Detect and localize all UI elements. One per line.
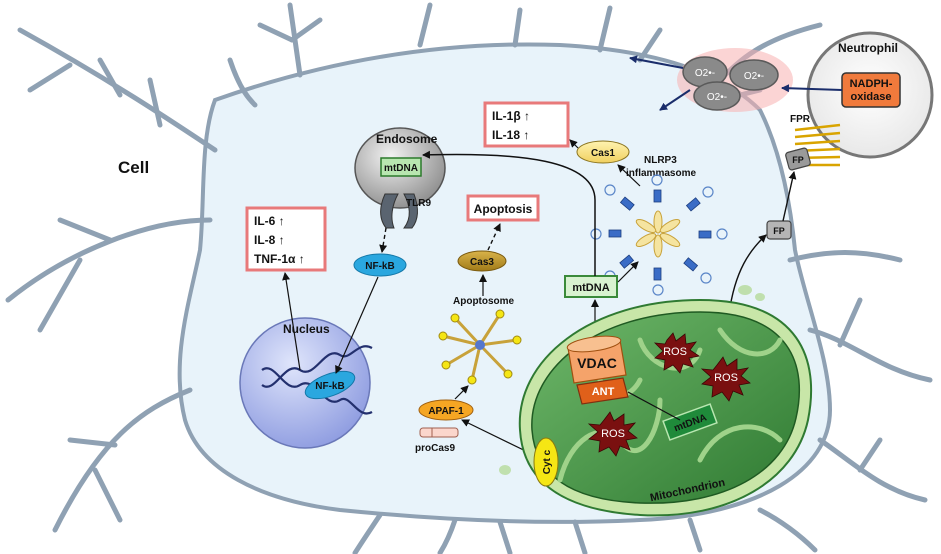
neutrophil: Neutrophil NADPH- oxidase FPR <box>790 31 934 167</box>
tlr9-receptor <box>380 193 418 229</box>
apaf1-node: APAF-1 <box>418 399 474 421</box>
nadph-line1: NADPH- <box>850 78 893 90</box>
ant-channel: ANT <box>576 377 629 405</box>
nfkb-to-nucleus-arrow <box>335 276 379 374</box>
cytokine-il6: IL-6 ↑ <box>254 214 285 228</box>
ros-text-2: ROS <box>714 372 738 384</box>
nadph-line2: oxidase <box>851 91 892 103</box>
nlrp3-inflammasome <box>590 174 728 296</box>
mtdna-to-nlrp3-arrow <box>617 261 639 283</box>
ros-burst-3: ROS <box>587 411 638 457</box>
cas1-node: Cas1 <box>576 140 630 164</box>
ros-text-3: ROS <box>601 428 625 440</box>
nucleus-label: Nucleus <box>283 322 330 336</box>
ant-to-mtdna-line <box>627 391 681 421</box>
cytokine-tnf: TNF-1α ↑ <box>254 252 305 266</box>
cas3-text: Cas3 <box>470 257 494 268</box>
ros-burst-1: ROS <box>653 332 701 374</box>
cytokine-box: IL-6 ↑ IL-8 ↑ TNF-1α ↑ <box>245 206 327 272</box>
nfkb-cytosol-text: NF-kB <box>365 261 394 272</box>
il1b-text: IL-1β ↑ <box>492 109 530 123</box>
apoptosis-box: Apoptosis <box>466 194 540 222</box>
cas1-to-il-arrow <box>569 139 579 149</box>
fp-receptor-node: FP <box>785 147 811 171</box>
nucleus-to-cytokines-arrow <box>282 272 301 371</box>
procas9-text: proCas9 <box>415 443 455 454</box>
mtdna-cytosol-text: mtDNA <box>572 282 609 294</box>
endosome-title: Endosome <box>376 132 438 146</box>
vesicles <box>499 285 765 475</box>
apoptosis-text: Apoptosis <box>474 202 533 216</box>
endosome: Endosome mtDNA TLR9 <box>354 127 446 229</box>
il-box: IL-1β ↑ IL-18 ↑ <box>483 101 570 148</box>
ros-burst-2: ROS <box>700 356 751 402</box>
mtdna-cytosol-node: mtDNA <box>564 275 618 298</box>
apoptosome-label: Apoptosome <box>453 296 515 307</box>
o2-text-2: O2•- <box>744 71 764 82</box>
neutrophil-arrows <box>629 55 843 111</box>
nucleus: Nucleus NF-kB <box>239 317 373 449</box>
nlrp3-line2: inflammasome <box>626 168 696 179</box>
nfkb-nucleus-text: NF-kB <box>315 381 344 392</box>
neutrophil-label: Neutrophil <box>838 41 898 55</box>
fpr-label: FPR <box>790 114 811 125</box>
il18-text: IL-18 ↑ <box>492 128 529 142</box>
cell-label: Cell <box>118 158 149 177</box>
fp-cytosol-node: FP <box>766 220 792 240</box>
ant-text: ANT <box>592 386 615 398</box>
tlr9-label: TLR9 <box>406 198 431 209</box>
nlrp3-to-cas1-arrow <box>617 164 641 187</box>
ros-text-1: ROS <box>663 346 687 358</box>
cas1-text: Cas1 <box>591 148 615 159</box>
superoxide-clouds: O2•- O2•- O2•- <box>677 48 793 112</box>
nfkb-cytosol: NF-kB <box>353 253 407 277</box>
o2-text-3: O2•- <box>707 92 727 103</box>
apoptosome <box>438 309 522 385</box>
cytc-node: Cyt c <box>533 437 559 487</box>
vdac-text: VDAC <box>577 355 617 371</box>
cas3-node: Cas3 <box>457 250 507 272</box>
fp-cytosol-text: FP <box>773 226 785 236</box>
cytc-text: Cyt c <box>542 449 553 474</box>
cell-body <box>5 2 933 554</box>
vdac-channel: VDAC <box>566 335 627 384</box>
nlrp3-line1: NLRP3 <box>644 155 677 166</box>
apaf1-text: APAF-1 <box>428 406 464 417</box>
o2-text-1: O2•- <box>695 68 715 79</box>
mtdna-to-endosome-arrow <box>422 150 596 276</box>
procas9-node: proCas9 <box>415 427 459 454</box>
cas3-to-apoptosis-arrow <box>487 223 501 251</box>
fp-receptor-text: FP <box>792 155 804 165</box>
endosome-mtdna: mtDNA <box>384 163 418 174</box>
cytokine-il8: IL-8 ↑ <box>254 233 285 247</box>
apaf1-to-apoptosome-arrow <box>454 385 469 400</box>
